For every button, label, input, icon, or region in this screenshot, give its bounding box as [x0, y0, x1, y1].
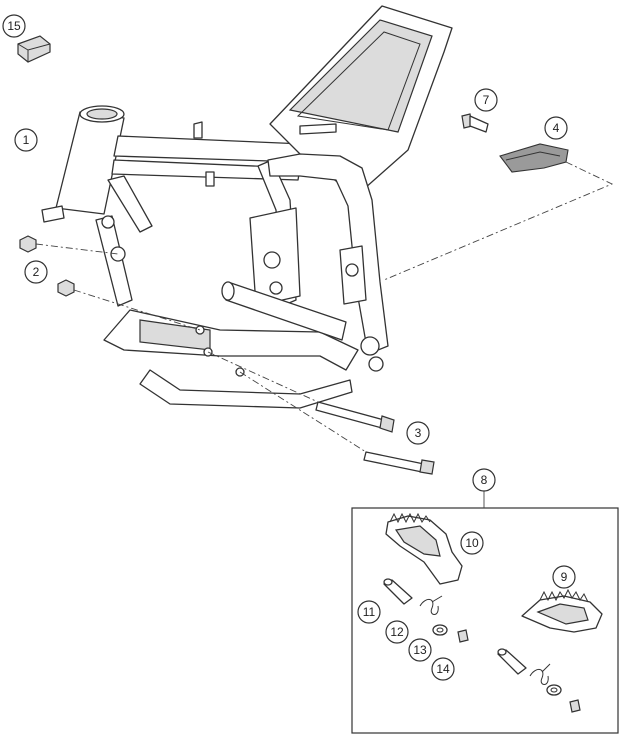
frame-part — [41, 5, 453, 409]
screw-part — [461, 113, 489, 133]
svg-text:8: 8 — [481, 473, 488, 487]
svg-text:12: 12 — [390, 625, 404, 639]
svg-text:9: 9 — [561, 570, 568, 584]
callout-7: 7 — [474, 88, 498, 112]
pin-part — [383, 578, 527, 675]
callout-4: 4 — [544, 116, 568, 140]
footrest-right-part — [521, 588, 603, 633]
chain-slider-part — [499, 143, 569, 173]
callout-11: 11 — [357, 600, 381, 624]
callout-13: 13 — [408, 638, 432, 662]
nut-part — [19, 235, 75, 297]
callout-2: 2 — [24, 260, 48, 284]
svg-text:11: 11 — [363, 605, 376, 619]
callout-8: 8 — [472, 468, 496, 492]
footrest-left-part — [385, 512, 463, 585]
washer-part — [432, 624, 562, 696]
callout-14: 14 — [431, 657, 455, 681]
bolt-part — [315, 401, 435, 475]
callout-9: 9 — [552, 565, 576, 589]
callout-10: 10 — [460, 531, 484, 555]
svg-text:13: 13 — [413, 643, 427, 657]
plug-part — [17, 35, 51, 63]
callout-3: 3 — [406, 421, 430, 445]
svg-text:15: 15 — [7, 19, 21, 33]
svg-text:7: 7 — [483, 93, 490, 107]
callout-1: 1 — [14, 128, 38, 152]
callout-15: 15 — [2, 14, 26, 38]
svg-text:3: 3 — [415, 426, 422, 440]
cotter-pin-part — [457, 629, 581, 713]
nut-leader-upper — [35, 243, 119, 255]
svg-text:4: 4 — [553, 121, 560, 135]
footrest-group-box — [351, 507, 619, 734]
slider-leader — [383, 161, 614, 281]
nut-leader-lower — [73, 289, 201, 331]
svg-text:1: 1 — [23, 133, 30, 147]
svg-text:10: 10 — [465, 536, 479, 550]
spring-part — [419, 595, 551, 685]
svg-text:14: 14 — [436, 662, 450, 676]
svg-text:2: 2 — [33, 265, 40, 279]
bolt-leader-lower — [239, 371, 367, 453]
bolt-leader-upper — [207, 351, 319, 403]
callout-12: 12 — [385, 620, 409, 644]
